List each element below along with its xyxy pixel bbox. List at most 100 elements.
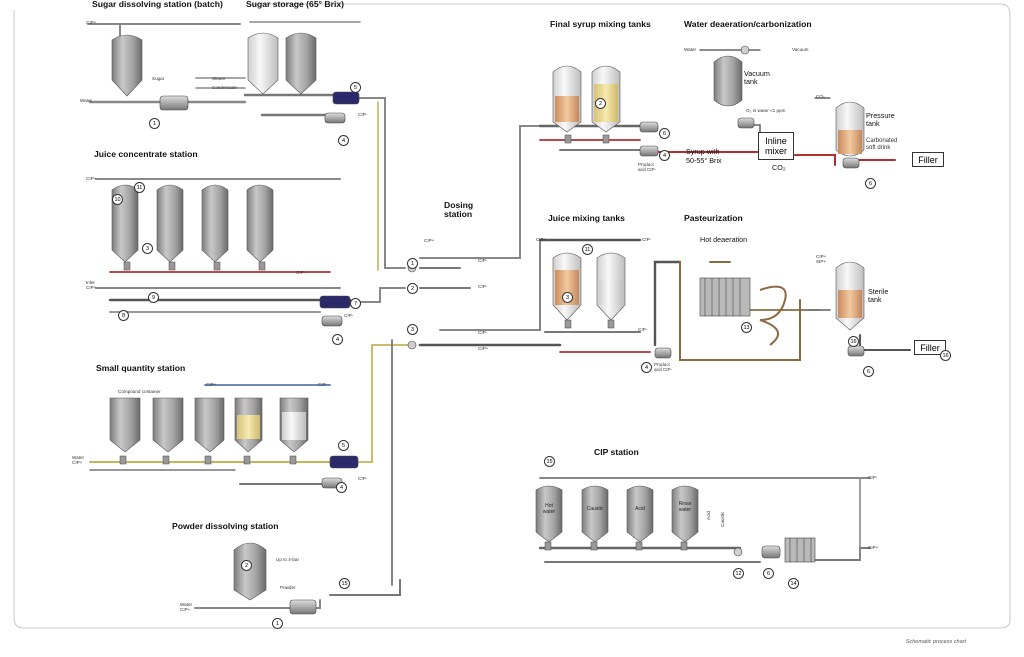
marker-2: 2	[241, 560, 252, 571]
heading-juice-concentrate: Juice concentrate station	[94, 149, 198, 159]
label-cip-minus-juice: CIP-	[296, 270, 306, 275]
label-cip-minus-juice-mixing-2: CIP-	[638, 327, 648, 332]
marker-7: 7	[350, 298, 361, 309]
heading-small-quantity: Small quantity station	[96, 363, 186, 373]
label-compound-container: Compound container	[118, 389, 161, 394]
marker-11-juice: 11	[582, 244, 593, 255]
label-sugar: Sugar	[152, 76, 165, 81]
label-powder: Powder	[280, 585, 296, 590]
marker-6-cip: 6	[763, 568, 774, 579]
label-vacuum: Vacuum	[792, 47, 809, 52]
label-cip-minus-dosing-1: CIP-	[478, 258, 488, 263]
tanks	[109, 32, 865, 601]
label-product-cip-1: Product and CIP-	[638, 162, 657, 173]
label-water-in: Water	[684, 47, 697, 52]
label-cip-plus: CIP+	[86, 20, 97, 25]
label-cip-minus-dosing-3: CIP-	[478, 330, 488, 335]
label-cip-sip: CIP+ SIP+	[816, 254, 827, 265]
marker-8: 8	[118, 310, 129, 321]
marker-4: 4	[338, 135, 349, 146]
label-syrup-with: Syrup with	[686, 147, 720, 156]
marker-4-juice: 4	[332, 334, 343, 345]
marker-6-pressure: 6	[865, 178, 876, 189]
marker-3-juice: 3	[562, 292, 573, 303]
marker-10: 10	[112, 194, 123, 205]
marker-9: 9	[148, 292, 159, 303]
label-vacuum-tank: Vacuum tank	[744, 69, 770, 86]
label-inlet-cip: Inlet CIP+	[86, 280, 97, 291]
label-water-cip-powder: Water CIP+	[180, 602, 193, 613]
heading-powder-dissolving: Powder dissolving station	[172, 521, 279, 531]
marker-5-small: 5	[338, 440, 349, 451]
marker-1: 1	[149, 118, 160, 129]
marker-6-syrup: 6	[659, 128, 670, 139]
label-cip-minus-small: CIP-	[318, 382, 328, 387]
label-filler-1: Filler	[918, 154, 938, 165]
label-pressure-tank: Pressure tank	[866, 111, 895, 128]
label-cip-plus-cip: CIP+	[868, 545, 879, 550]
label-co2-out: CO₂	[772, 163, 786, 172]
marker-15-cip: 15	[544, 456, 555, 467]
label-condensate: Condensate	[212, 85, 237, 90]
marker-6-sterile: 6	[863, 366, 874, 377]
label-cip-plus-juice: CIP+	[86, 176, 97, 181]
marker-12: 12	[733, 568, 744, 579]
marker-3: 3	[142, 243, 153, 254]
heading-pasteurization: Pasteurization	[684, 213, 743, 223]
marker-11: 11	[134, 182, 145, 193]
label-cip-plus-dosing: CIP+	[424, 238, 435, 243]
frame	[13, 3, 1011, 629]
marker-14: 14	[788, 578, 799, 589]
label-steam: Steam	[212, 76, 226, 81]
heading-sugar-dissolving: Sugar dissolving station (batch)	[92, 0, 223, 9]
label-cip-minus-dosing-2: CIP-	[478, 284, 488, 289]
marker-2-syrup: 2	[595, 98, 606, 109]
label-co2-in: CO₂	[816, 94, 825, 99]
label-hot-water: Hot water	[542, 503, 556, 515]
inline-mixer-box: Inline mixer	[758, 132, 794, 160]
label-acid-valve: Acid	[706, 511, 711, 520]
valve-blocks	[119, 134, 688, 551]
marker-13: 13	[741, 322, 752, 333]
heading-dosing: Dosing station	[444, 200, 474, 220]
filler-box-1: Filler	[912, 152, 944, 167]
marker-4-juice-mixing: 4	[641, 362, 652, 373]
label-cip-minus: CIP-	[358, 112, 368, 117]
label-up-to-4-bar: Up to 4-bar	[276, 557, 299, 562]
marker-1-powder: 1	[272, 618, 283, 629]
heading-sugar-storage: Sugar storage (65° Brix)	[246, 0, 344, 9]
label-carbonated: Carbonated soft drink	[866, 138, 898, 151]
label-cip-minus-small-2: CIP-	[358, 476, 368, 481]
heading-final-syrup: Final syrup mixing tanks	[550, 19, 651, 29]
label-filler-2: Filler	[920, 342, 940, 353]
label-product-cip-2: Product and CIP-	[654, 362, 673, 373]
label-cip-plus-small: CIP+	[206, 382, 217, 387]
marker-dosing-2: 2	[407, 283, 418, 294]
label-caustic-valve: Caustic	[720, 511, 725, 527]
label-o2-note: O₂ in water <1 ppm	[746, 108, 786, 113]
label-brix: 50-55° Brix	[686, 156, 722, 165]
label-rinse-water: Rinse water	[678, 501, 692, 513]
caption: Schematic process chart	[905, 639, 966, 645]
marker-dosing-1: 1	[407, 258, 418, 269]
marker-dosing-3: 3	[407, 324, 418, 335]
heading-cip-station: CIP station	[594, 447, 639, 457]
label-cip-minus-juice-2: CIP-	[344, 313, 354, 318]
label-sterile-tank: Sterile tank	[868, 287, 889, 304]
label-inline-mixer: Inline mixer	[765, 136, 787, 156]
label-acid: Acid	[635, 506, 645, 512]
label-hot-deaeration: Hot deaeration	[700, 235, 748, 244]
heading-water-deaeration: Water deaeration/carbonization	[684, 19, 812, 29]
marker-5: 5	[350, 82, 361, 93]
marker-16-sterile: 16	[848, 336, 859, 347]
marker-15-powder: 15	[339, 578, 350, 589]
heat-exchangers	[699, 277, 816, 563]
label-cip-plus-juice-mixing: CIP+	[536, 237, 547, 242]
marker-16-filler: 16	[940, 350, 951, 361]
label-water: Water	[80, 98, 93, 103]
label-caustic: Caustic	[586, 506, 604, 512]
filler-box-2: Filler	[914, 340, 946, 355]
marker-4-syrup: 4	[659, 150, 670, 161]
marker-4-small: 4	[336, 482, 347, 493]
